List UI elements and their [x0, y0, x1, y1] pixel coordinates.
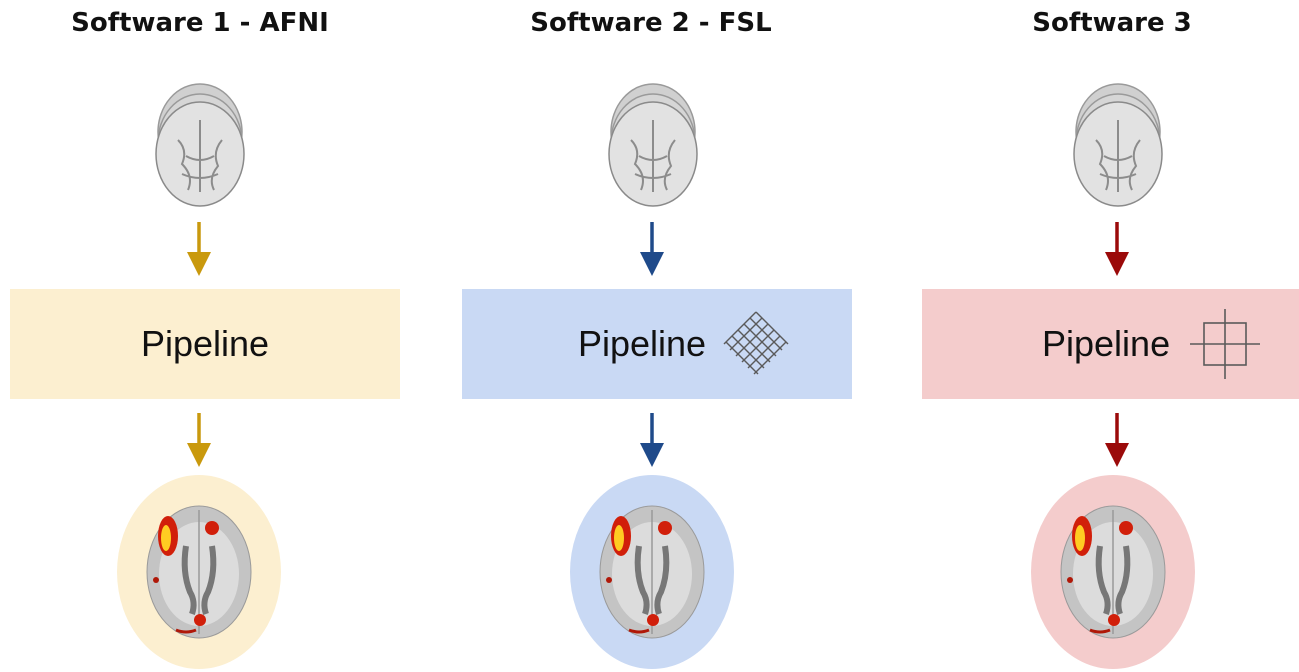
brain-slice-stack-icon: [1073, 83, 1163, 207]
pipeline-box-software-1: Pipeline: [10, 289, 400, 399]
pipeline-label: Pipeline: [1042, 323, 1171, 364]
grid-crosshair-icon: [1190, 309, 1261, 379]
fmri-input-volume-icon: [1073, 83, 1163, 207]
activation-brain-map-icon: [146, 505, 252, 639]
result-oval-software-1: [117, 475, 281, 669]
fmri-input-volume-icon: [155, 83, 245, 207]
pipeline-box-software-3: Pipeline: [922, 289, 1299, 399]
pipeline-label: Pipeline: [577, 323, 707, 364]
brain-slice-stack-icon: [155, 83, 245, 207]
pipeline-label: Pipeline: [140, 323, 270, 364]
column-title-software-1: Software 1 - AFNI: [71, 8, 329, 38]
arrow-down-icon: [187, 413, 211, 467]
brain-slice-stack-icon: [608, 83, 698, 207]
pipeline-box-software-2: Pipeline: [462, 289, 852, 399]
arrow-down-icon: [640, 413, 664, 467]
arrow-down-icon: [640, 222, 664, 276]
activation-brain-map-icon: [599, 505, 705, 639]
result-oval-software-3: [1031, 475, 1195, 669]
arrow-down-icon: [1105, 222, 1129, 276]
result-oval-software-2: [570, 475, 734, 669]
arrow-down-icon: [187, 222, 211, 276]
activation-brain-map-icon: [1060, 505, 1166, 639]
column-title-software-3: Software 3: [1032, 8, 1192, 38]
column-title-software-2: Software 2 - FSL: [530, 8, 772, 38]
fmri-input-volume-icon: [608, 83, 698, 207]
arrow-down-icon: [1105, 413, 1129, 467]
diamond-crosshatch-icon: [723, 311, 789, 375]
